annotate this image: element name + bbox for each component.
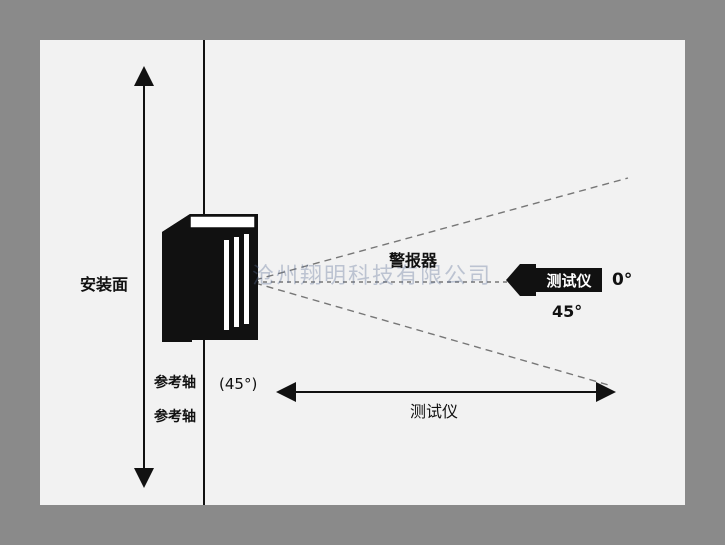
angle-45-label: 45° — [552, 302, 583, 321]
alarm-device — [162, 214, 258, 342]
reference-axis-label-1: 参考轴 — [154, 375, 196, 391]
tester-distance-label: 测试仪 — [410, 402, 459, 421]
tester-probe — [506, 264, 536, 296]
alarm-label: 警报器 — [389, 251, 438, 270]
reference-axis-label-2: 参考轴 — [154, 409, 196, 425]
coverage-line-upper — [254, 177, 629, 281]
angle-paren-label: (45°) — [219, 375, 258, 393]
angle-zero-label: 0° — [612, 270, 633, 290]
coverage-line-lower — [254, 282, 613, 387]
tester-badge: 测试仪 — [536, 268, 602, 292]
watermark-text: 沧州翔明科技有限公司 — [252, 264, 493, 289]
mounting-surface-label: 安装面 — [80, 275, 129, 294]
